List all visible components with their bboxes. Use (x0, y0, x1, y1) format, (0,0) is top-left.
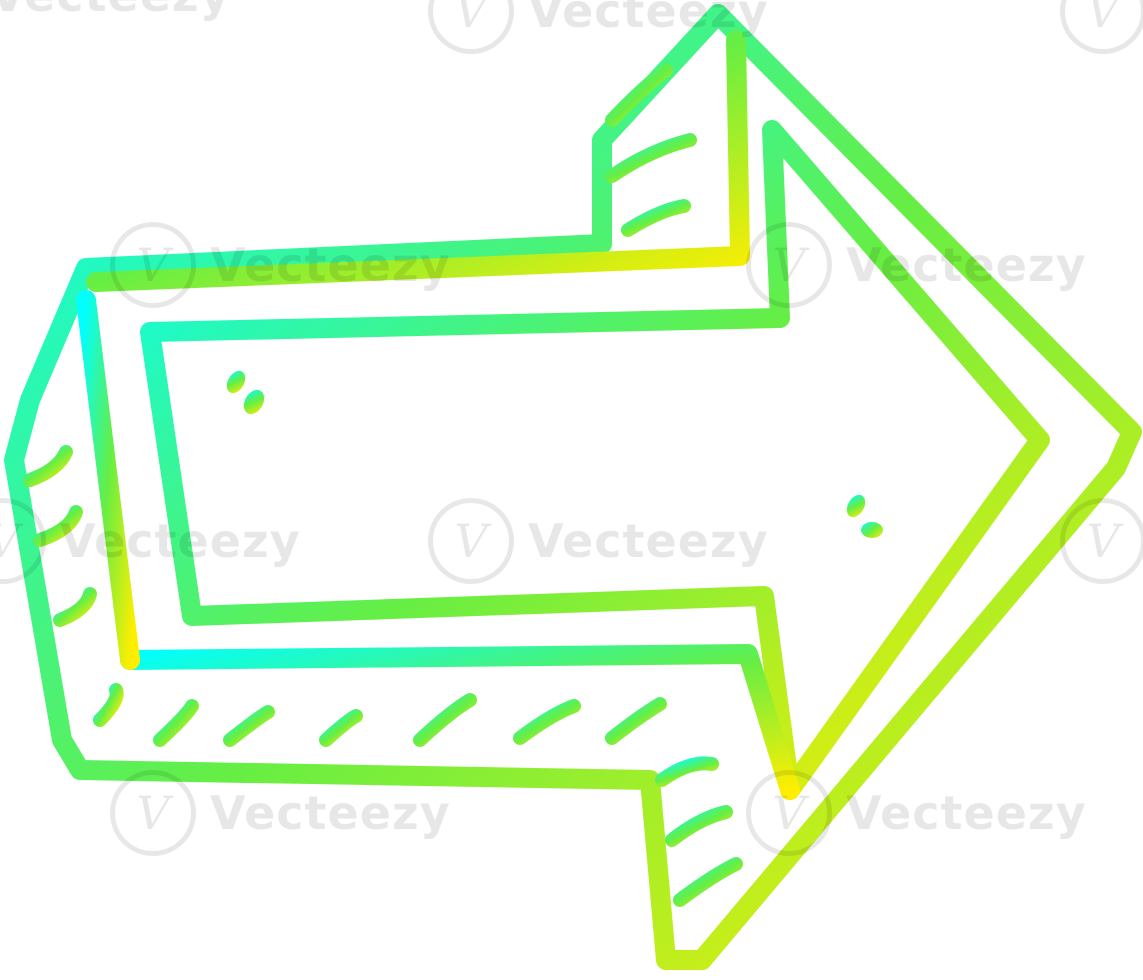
arrow-front-face (140, 120, 1050, 800)
arrow-bottom-ridge (120, 644, 800, 800)
arrow-top-ridge (86, 30, 750, 292)
shine-marks (226, 370, 883, 538)
shading-hatch-marks (23, 63, 743, 907)
arrow-left-ridge (76, 290, 140, 670)
right-arrow-icon (4, 4, 1142, 970)
